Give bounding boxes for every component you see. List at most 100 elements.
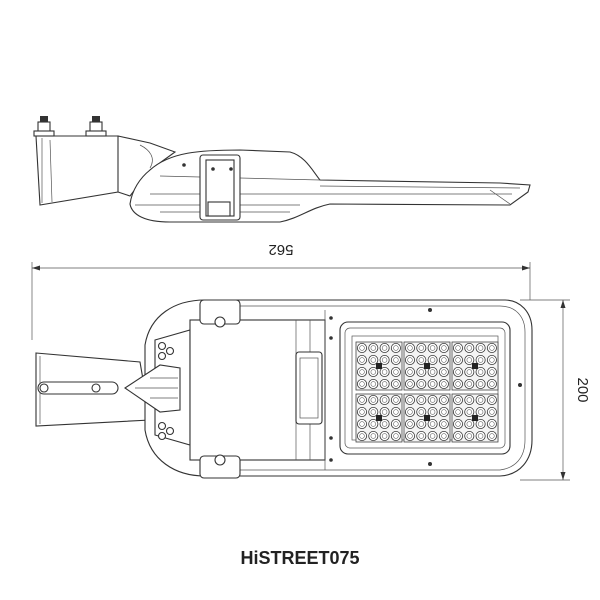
led-lens (438, 430, 449, 441)
led-chip (418, 369, 424, 375)
led-chip (393, 409, 399, 415)
led-lens (427, 394, 438, 405)
side-view (33, 116, 531, 223)
led-chip (466, 397, 472, 403)
led-lens (486, 418, 497, 429)
led-lens (475, 354, 486, 365)
led-chip (441, 381, 447, 387)
led-lens (356, 406, 367, 417)
module-connector (424, 363, 430, 369)
led-lens (356, 394, 367, 405)
led-chip (455, 381, 461, 387)
led-lens (427, 406, 438, 417)
led-lens (452, 366, 463, 377)
led-lens (464, 430, 475, 441)
width-dimension: 200 (520, 299, 591, 481)
led-lens (486, 366, 497, 377)
module-connector (424, 415, 430, 421)
led-lens (416, 342, 427, 353)
led-chip (429, 357, 436, 363)
led-array (355, 341, 499, 443)
led-lens (404, 394, 415, 405)
led-lens (475, 342, 486, 353)
led-lens (452, 394, 463, 405)
led-chip (359, 369, 365, 375)
led-chip (359, 345, 365, 351)
led-lens (486, 394, 497, 405)
led-chip (393, 345, 399, 351)
led-lens (390, 430, 401, 441)
led-lens (404, 342, 415, 353)
led-lens (416, 418, 427, 429)
led-chip (455, 409, 461, 415)
led-chip (455, 397, 461, 403)
led-lens (438, 342, 449, 353)
led-chip (370, 381, 376, 387)
led-chip (429, 397, 436, 403)
led-lens (356, 354, 367, 365)
led-lens (356, 430, 367, 441)
led-chip (407, 421, 413, 427)
led-chip (477, 433, 484, 439)
led-lens (379, 418, 390, 429)
led-chip (381, 369, 388, 375)
led-chip (455, 421, 461, 427)
led-lens (390, 354, 401, 365)
plan-view (35, 299, 533, 479)
led-lens (356, 418, 367, 429)
led-lens (390, 418, 401, 429)
led-lens (475, 394, 486, 405)
led-chip (370, 397, 376, 403)
led-lens (379, 366, 390, 377)
led-chip (370, 433, 376, 439)
led-chip (381, 397, 388, 403)
led-lens (379, 430, 390, 441)
led-chip (429, 433, 436, 439)
led-lens (464, 366, 475, 377)
led-lens (438, 366, 449, 377)
led-chip (489, 381, 495, 387)
led-chip (418, 345, 424, 351)
led-lens (452, 406, 463, 417)
led-chip (393, 357, 399, 363)
led-lens (452, 418, 463, 429)
led-chip (441, 397, 447, 403)
led-chip (441, 421, 447, 427)
led-lens (427, 418, 438, 429)
length-dimension-label: 562 (268, 241, 293, 258)
model-name: HiSTREET075 (240, 548, 360, 568)
led-lens (427, 342, 438, 353)
led-lens (438, 378, 449, 389)
led-chip (489, 369, 495, 375)
led-lens (464, 406, 475, 417)
led-lens (438, 394, 449, 405)
led-chip (466, 345, 472, 351)
led-chip (407, 357, 413, 363)
led-chip (455, 433, 461, 439)
led-chip (441, 345, 447, 351)
led-lens (390, 394, 401, 405)
led-lens (464, 394, 475, 405)
led-lens (368, 418, 379, 429)
module-connector (472, 415, 478, 421)
led-chip (359, 381, 365, 387)
led-chip (429, 421, 436, 427)
led-chip (418, 397, 424, 403)
led-lens (416, 406, 427, 417)
led-lens (416, 430, 427, 441)
led-chip (393, 421, 399, 427)
led-lens (464, 378, 475, 389)
led-chip (466, 421, 472, 427)
led-chip (466, 381, 472, 387)
led-chip (466, 409, 472, 415)
led-lens (486, 378, 497, 389)
led-chip (477, 397, 484, 403)
led-chip (418, 409, 424, 415)
led-chip (455, 369, 461, 375)
led-lens (404, 366, 415, 377)
led-chip (441, 409, 447, 415)
led-chip (381, 357, 388, 363)
led-lens (379, 354, 390, 365)
led-chip (489, 345, 495, 351)
